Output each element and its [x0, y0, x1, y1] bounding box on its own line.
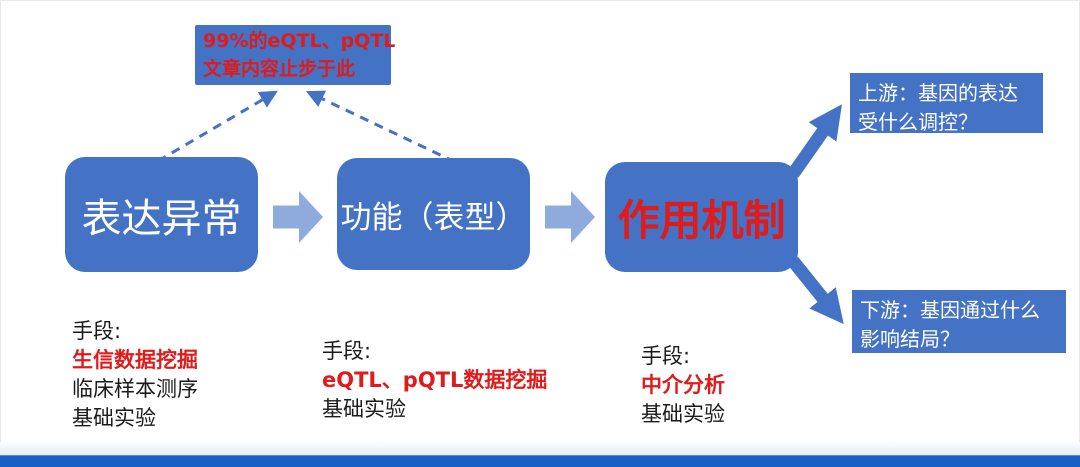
flow-box-expression: 表达异常	[65, 157, 258, 272]
methods-mechanism: 手段: 中介分析 基础实验	[641, 342, 725, 429]
bottom-accent-bar	[0, 455, 1080, 467]
upstream-line2: 受什么调控？	[858, 110, 978, 134]
flow-box-mechanism: 作用机制	[605, 162, 798, 272]
downstream-box: 下游：基因通过什么 影响结局？	[852, 290, 1066, 353]
method-item: 基础实验	[72, 406, 156, 430]
downstream-line1: 下游：基因通过什么	[860, 298, 1040, 322]
flow-box-expression-label: 表达异常	[81, 195, 242, 242]
methods-expression: 手段: 生信数据挖掘 临床样本测序 基础实验	[72, 317, 198, 433]
method-item: eQTL、pQTL数据挖掘	[322, 368, 548, 392]
flow-box-mechanism-label: 作用机制	[617, 195, 786, 245]
right-chevron-arrow-icon-2	[545, 191, 595, 243]
method-item: 基础实验	[641, 402, 725, 426]
methods-header: 手段:	[322, 339, 372, 363]
methods-header: 手段:	[72, 319, 122, 343]
methods-function: 手段: eQTL、pQTL数据挖掘 基础实验	[322, 337, 547, 424]
method-item: 中介分析	[641, 373, 725, 397]
annotation-line2: 文章内容止步于此	[203, 58, 356, 80]
downstream-line2: 影响结局？	[860, 327, 960, 351]
downstream-arrow	[787, 256, 844, 325]
flow-box-function: 功能（表型）	[337, 158, 530, 270]
right-chevron-arrow-icon-1	[273, 191, 323, 243]
bottom-gradient	[0, 442, 1080, 456]
dashed-arrow-left	[157, 90, 278, 163]
methods-header: 手段:	[641, 344, 691, 368]
method-item: 临床样本测序	[72, 377, 198, 401]
annotation-box: 99%的eQTL、pQTL 文章内容止步于此	[195, 25, 395, 85]
upstream-arrow	[787, 104, 842, 178]
annotation-line1: 99%的eQTL、pQTL	[203, 29, 396, 52]
method-item: 基础实验	[322, 397, 406, 421]
dashed-arrow-right	[305, 90, 456, 164]
upstream-box: 上游：基因的表达 受什么调控？	[850, 73, 1043, 134]
upstream-line1: 上游：基因的表达	[858, 81, 1018, 105]
flow-box-function-label: 功能（表型）	[340, 199, 527, 236]
method-item: 生信数据挖掘	[72, 348, 198, 372]
